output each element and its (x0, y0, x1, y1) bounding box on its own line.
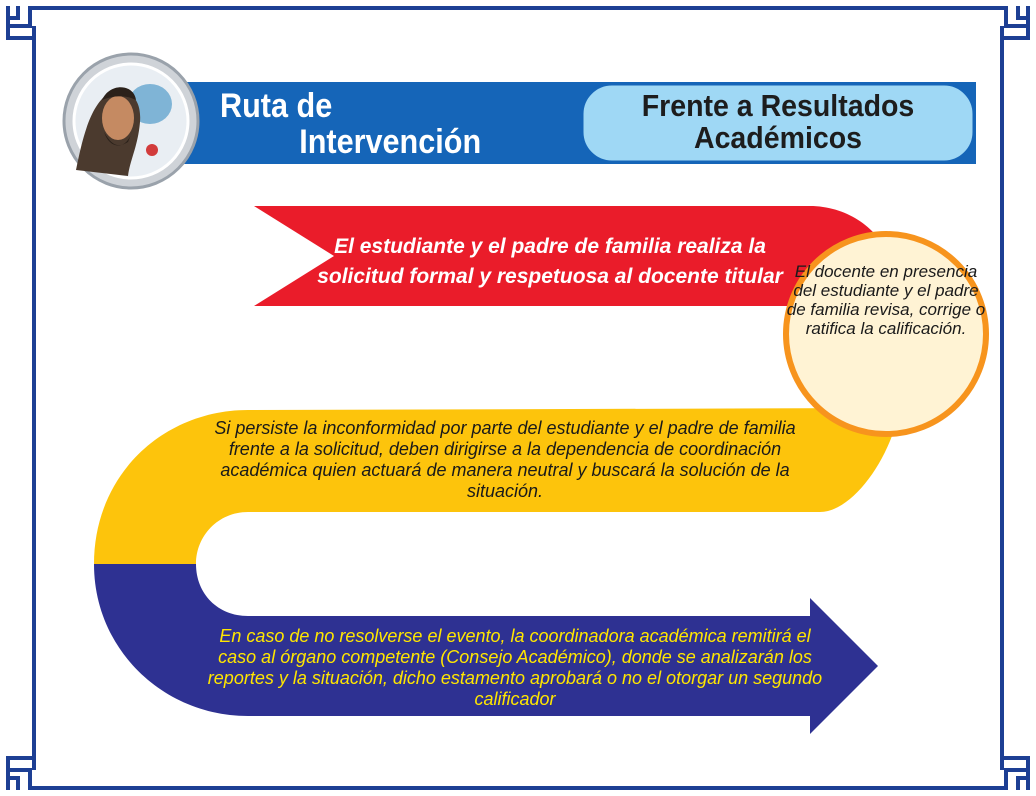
page-title: Ruta de Intervención (220, 88, 544, 160)
subtitle-box (580, 82, 976, 164)
review-circle-text: El docente en presencia del estudiante y… (786, 262, 986, 338)
subtitle-line-1: Frente a Resultados (641, 88, 915, 123)
subtitle-line-2: Académicos (693, 120, 863, 155)
title-line-1: Ruta de (220, 87, 333, 125)
step1-text: El estudiante y el padre de familia real… (317, 235, 783, 288)
step3-text: En caso de no resolverse el evento, la c… (207, 626, 823, 709)
review-circle (783, 231, 989, 437)
step2-yellow-curve (94, 408, 900, 564)
step3-navy-arrow (94, 564, 878, 734)
step2-text: Si persiste la inconformidad por parte d… (214, 418, 796, 501)
page-subtitle: Frente a Resultados Académicos (603, 90, 953, 154)
title-line-2: Intervención (299, 123, 482, 161)
step1-red-arrow (254, 206, 890, 306)
decorative-frame (6, 6, 1030, 790)
portrait-seal-icon (62, 52, 200, 190)
